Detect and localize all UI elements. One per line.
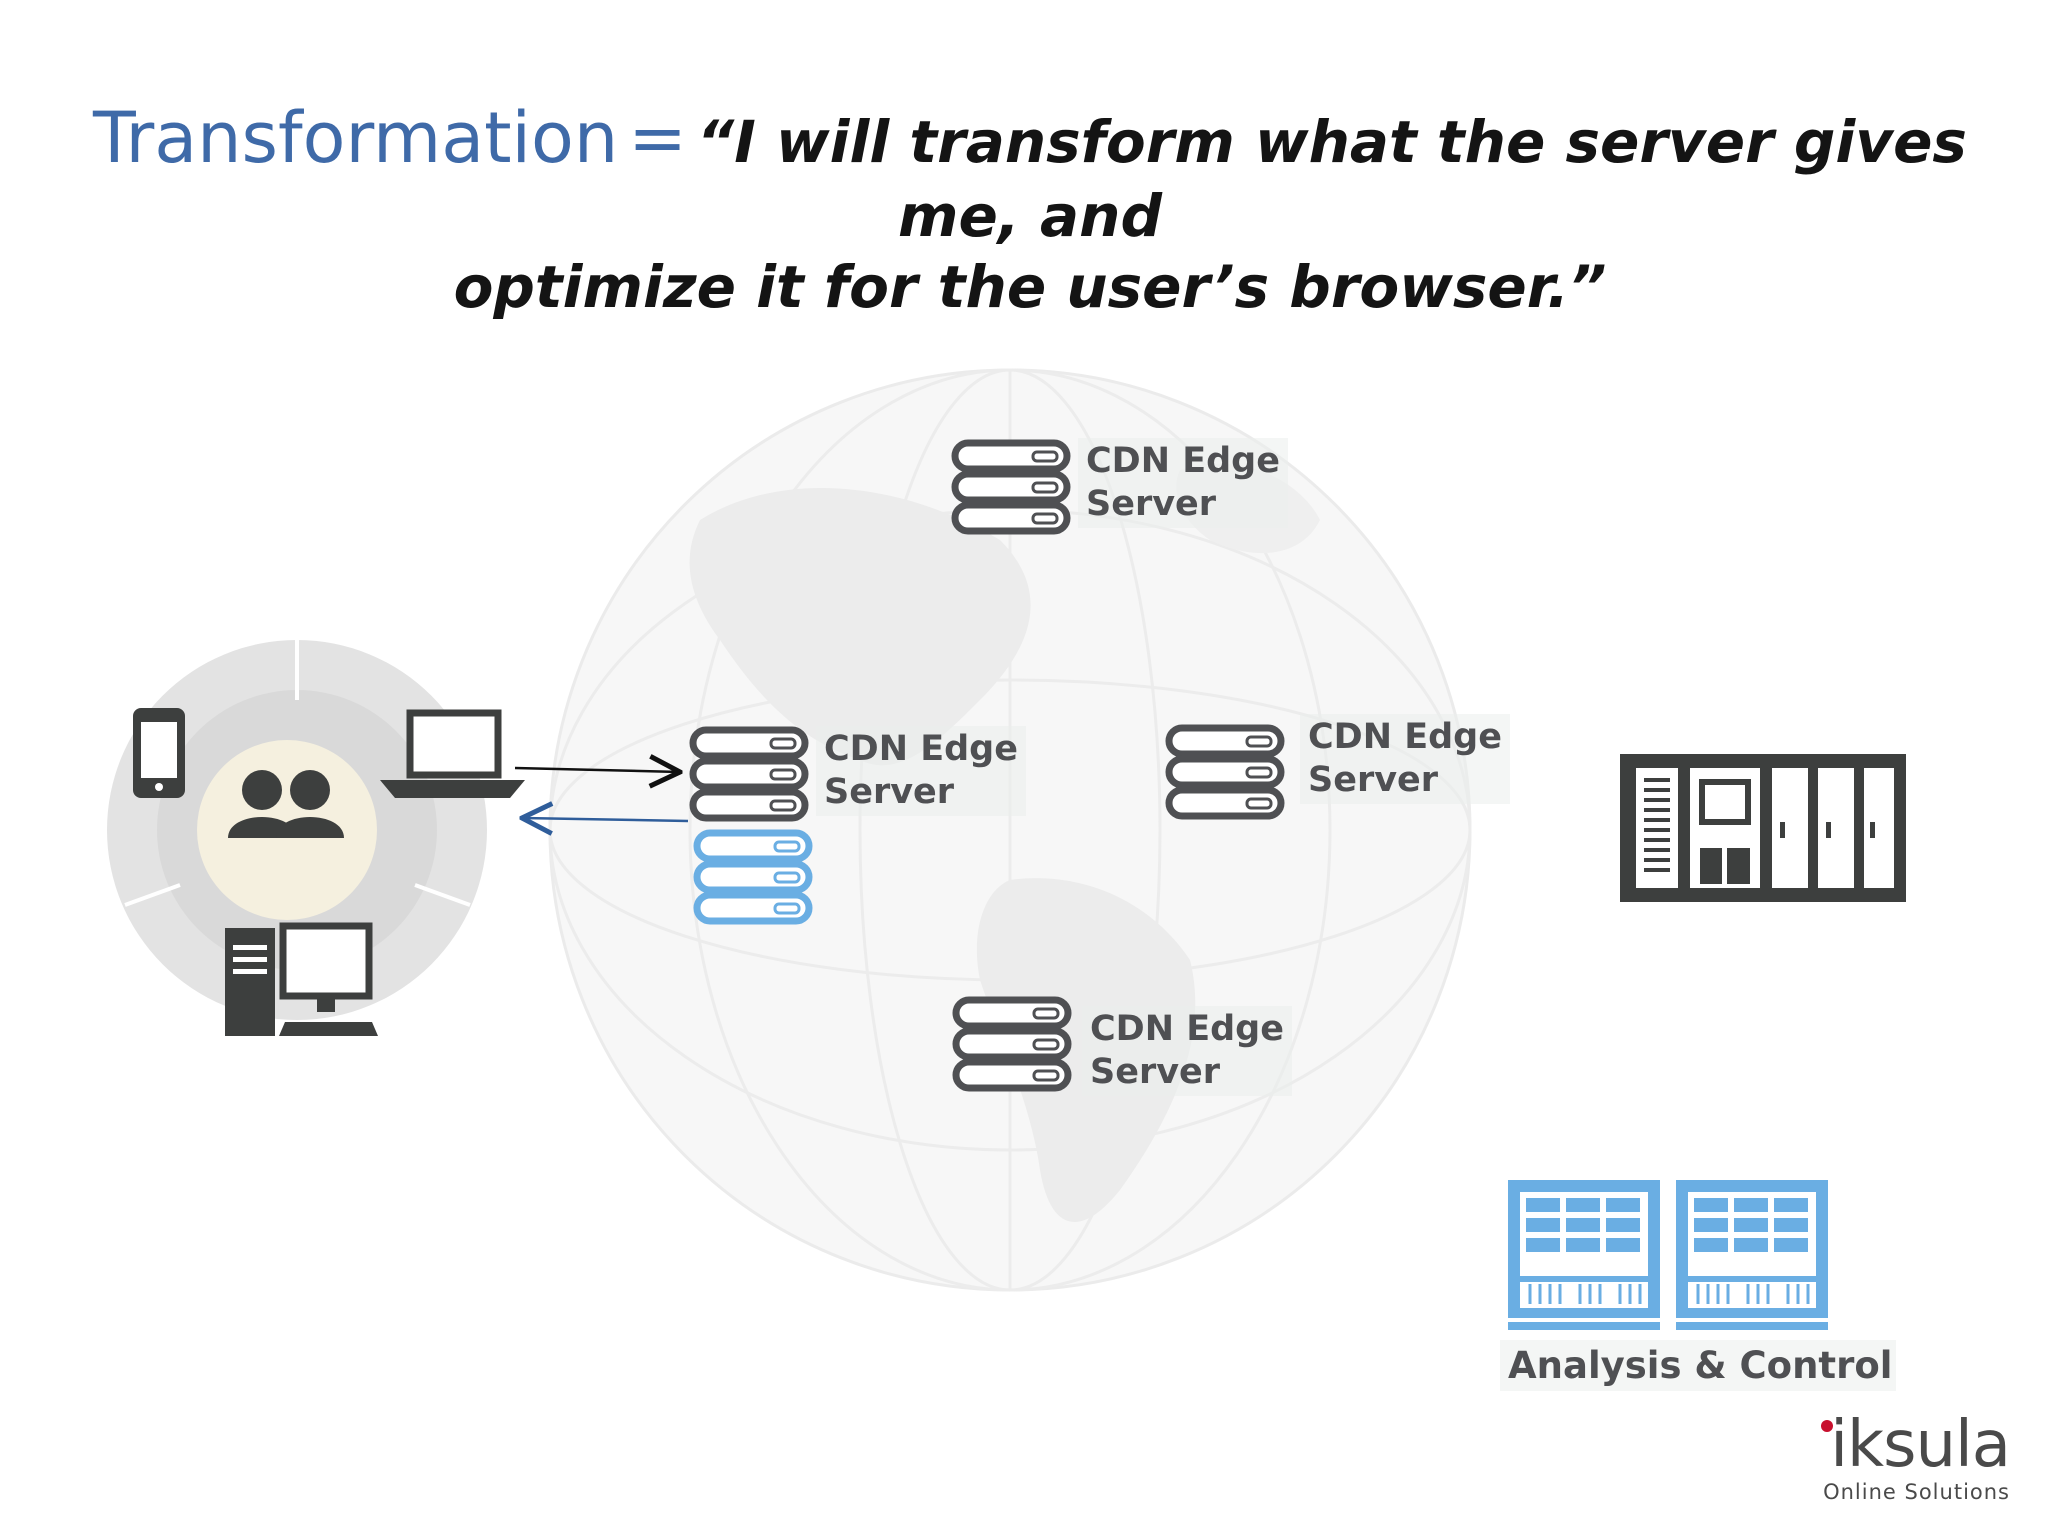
edge-server-label-east: CDN Edge Server — [1300, 714, 1510, 804]
title-equals: = — [628, 97, 687, 179]
title-keyword: Transformation — [93, 97, 619, 179]
brand-logo: iksula Online Solutions — [1820, 1408, 2011, 1504]
server-stack-icon — [956, 1000, 1068, 1088]
analysis-rack-icon — [1508, 1180, 1660, 1330]
edge-server-label-south: CDN Edge Server — [1082, 1006, 1292, 1096]
origin-server-icon — [1620, 754, 1906, 902]
title-line-1: Transformation=“I will transform what th… — [40, 96, 2020, 252]
transform-server-icon — [697, 833, 809, 921]
title-quote-line-2: optimize it for the user’s browser.” — [453, 253, 1607, 322]
server-stack-icon — [1169, 728, 1281, 816]
response-arrow — [522, 818, 689, 821]
brand-dot — [1821, 1420, 1833, 1432]
title-quote-line-1: “I will transform what the server gives … — [696, 108, 1967, 251]
server-stack-icon — [693, 730, 805, 818]
laptop-icon — [380, 709, 525, 798]
desktop-computer-icon — [225, 922, 378, 1036]
brand-tagline: Online Solutions — [1823, 1480, 2010, 1504]
slide-title: Transformation=“I will transform what th… — [40, 96, 2020, 323]
smartphone-icon — [133, 708, 185, 798]
server-stack-icon — [955, 443, 1067, 531]
analysis-control-label: Analysis & Control — [1500, 1340, 1896, 1391]
edge-server-label-west: CDN Edge Server — [816, 726, 1026, 816]
brand-name: iksula — [1830, 1408, 2011, 1482]
analysis-rack-icon — [1676, 1180, 1828, 1330]
users-icon — [228, 770, 344, 838]
edge-server-label-north: CDN Edge Server — [1078, 438, 1288, 528]
title-line-2: optimize it for the user’s browser.” — [40, 252, 2020, 323]
request-arrow — [514, 768, 680, 772]
user-devices-cluster — [107, 640, 525, 1036]
